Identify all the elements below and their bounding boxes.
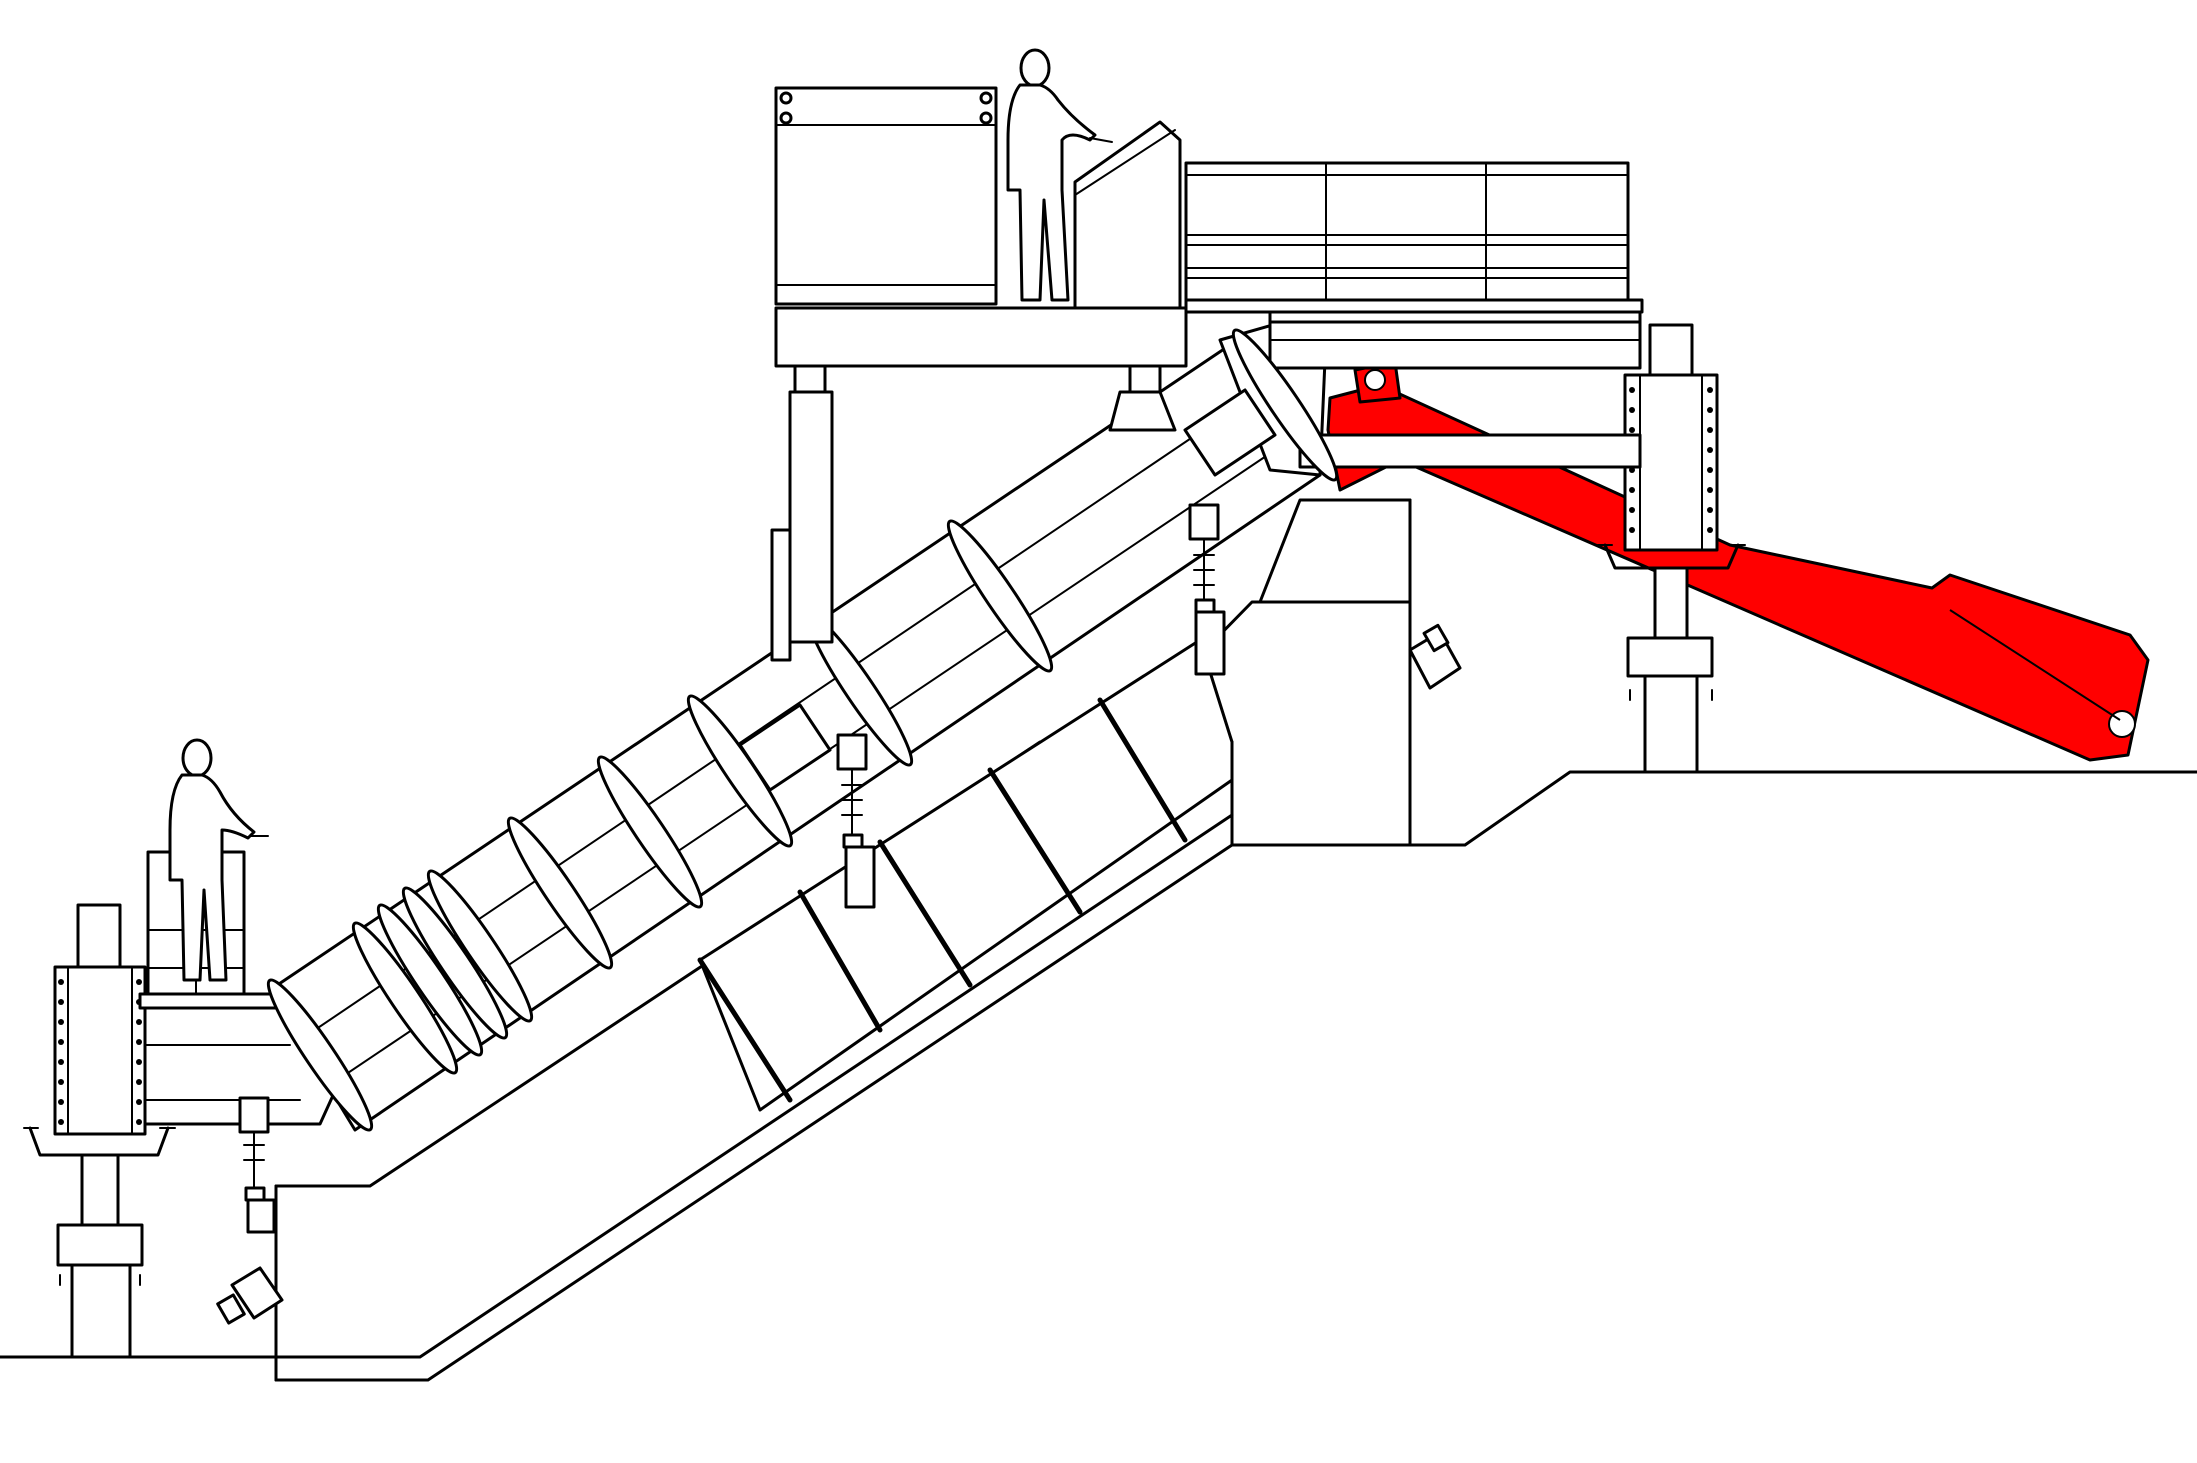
left-support-tower (23, 903, 176, 1359)
control-desk (1073, 120, 1182, 310)
control-cabinet (774, 86, 998, 306)
right-support-tower (1597, 323, 1746, 774)
discharge-chute (1326, 360, 2150, 762)
ground-profile (0, 770, 2197, 1359)
operator-upper (1006, 48, 1113, 302)
platform-handrail (1184, 161, 1644, 314)
operator-lower (168, 738, 269, 982)
operator-figures (168, 48, 1113, 982)
tube-stiffener-rings (266, 328, 1339, 1132)
hanger-rod-1 (238, 1096, 276, 1234)
hanger-rods (238, 503, 1226, 1234)
expansion-bellows (738, 388, 1277, 792)
gear-motor-left (216, 1266, 284, 1325)
upper-platform (770, 306, 1188, 662)
concrete-foundation (216, 498, 1462, 1382)
hanger-rod-2 (836, 733, 876, 909)
hanger-rod-3 (1188, 503, 1226, 676)
gear-motor-right (1408, 623, 1462, 690)
